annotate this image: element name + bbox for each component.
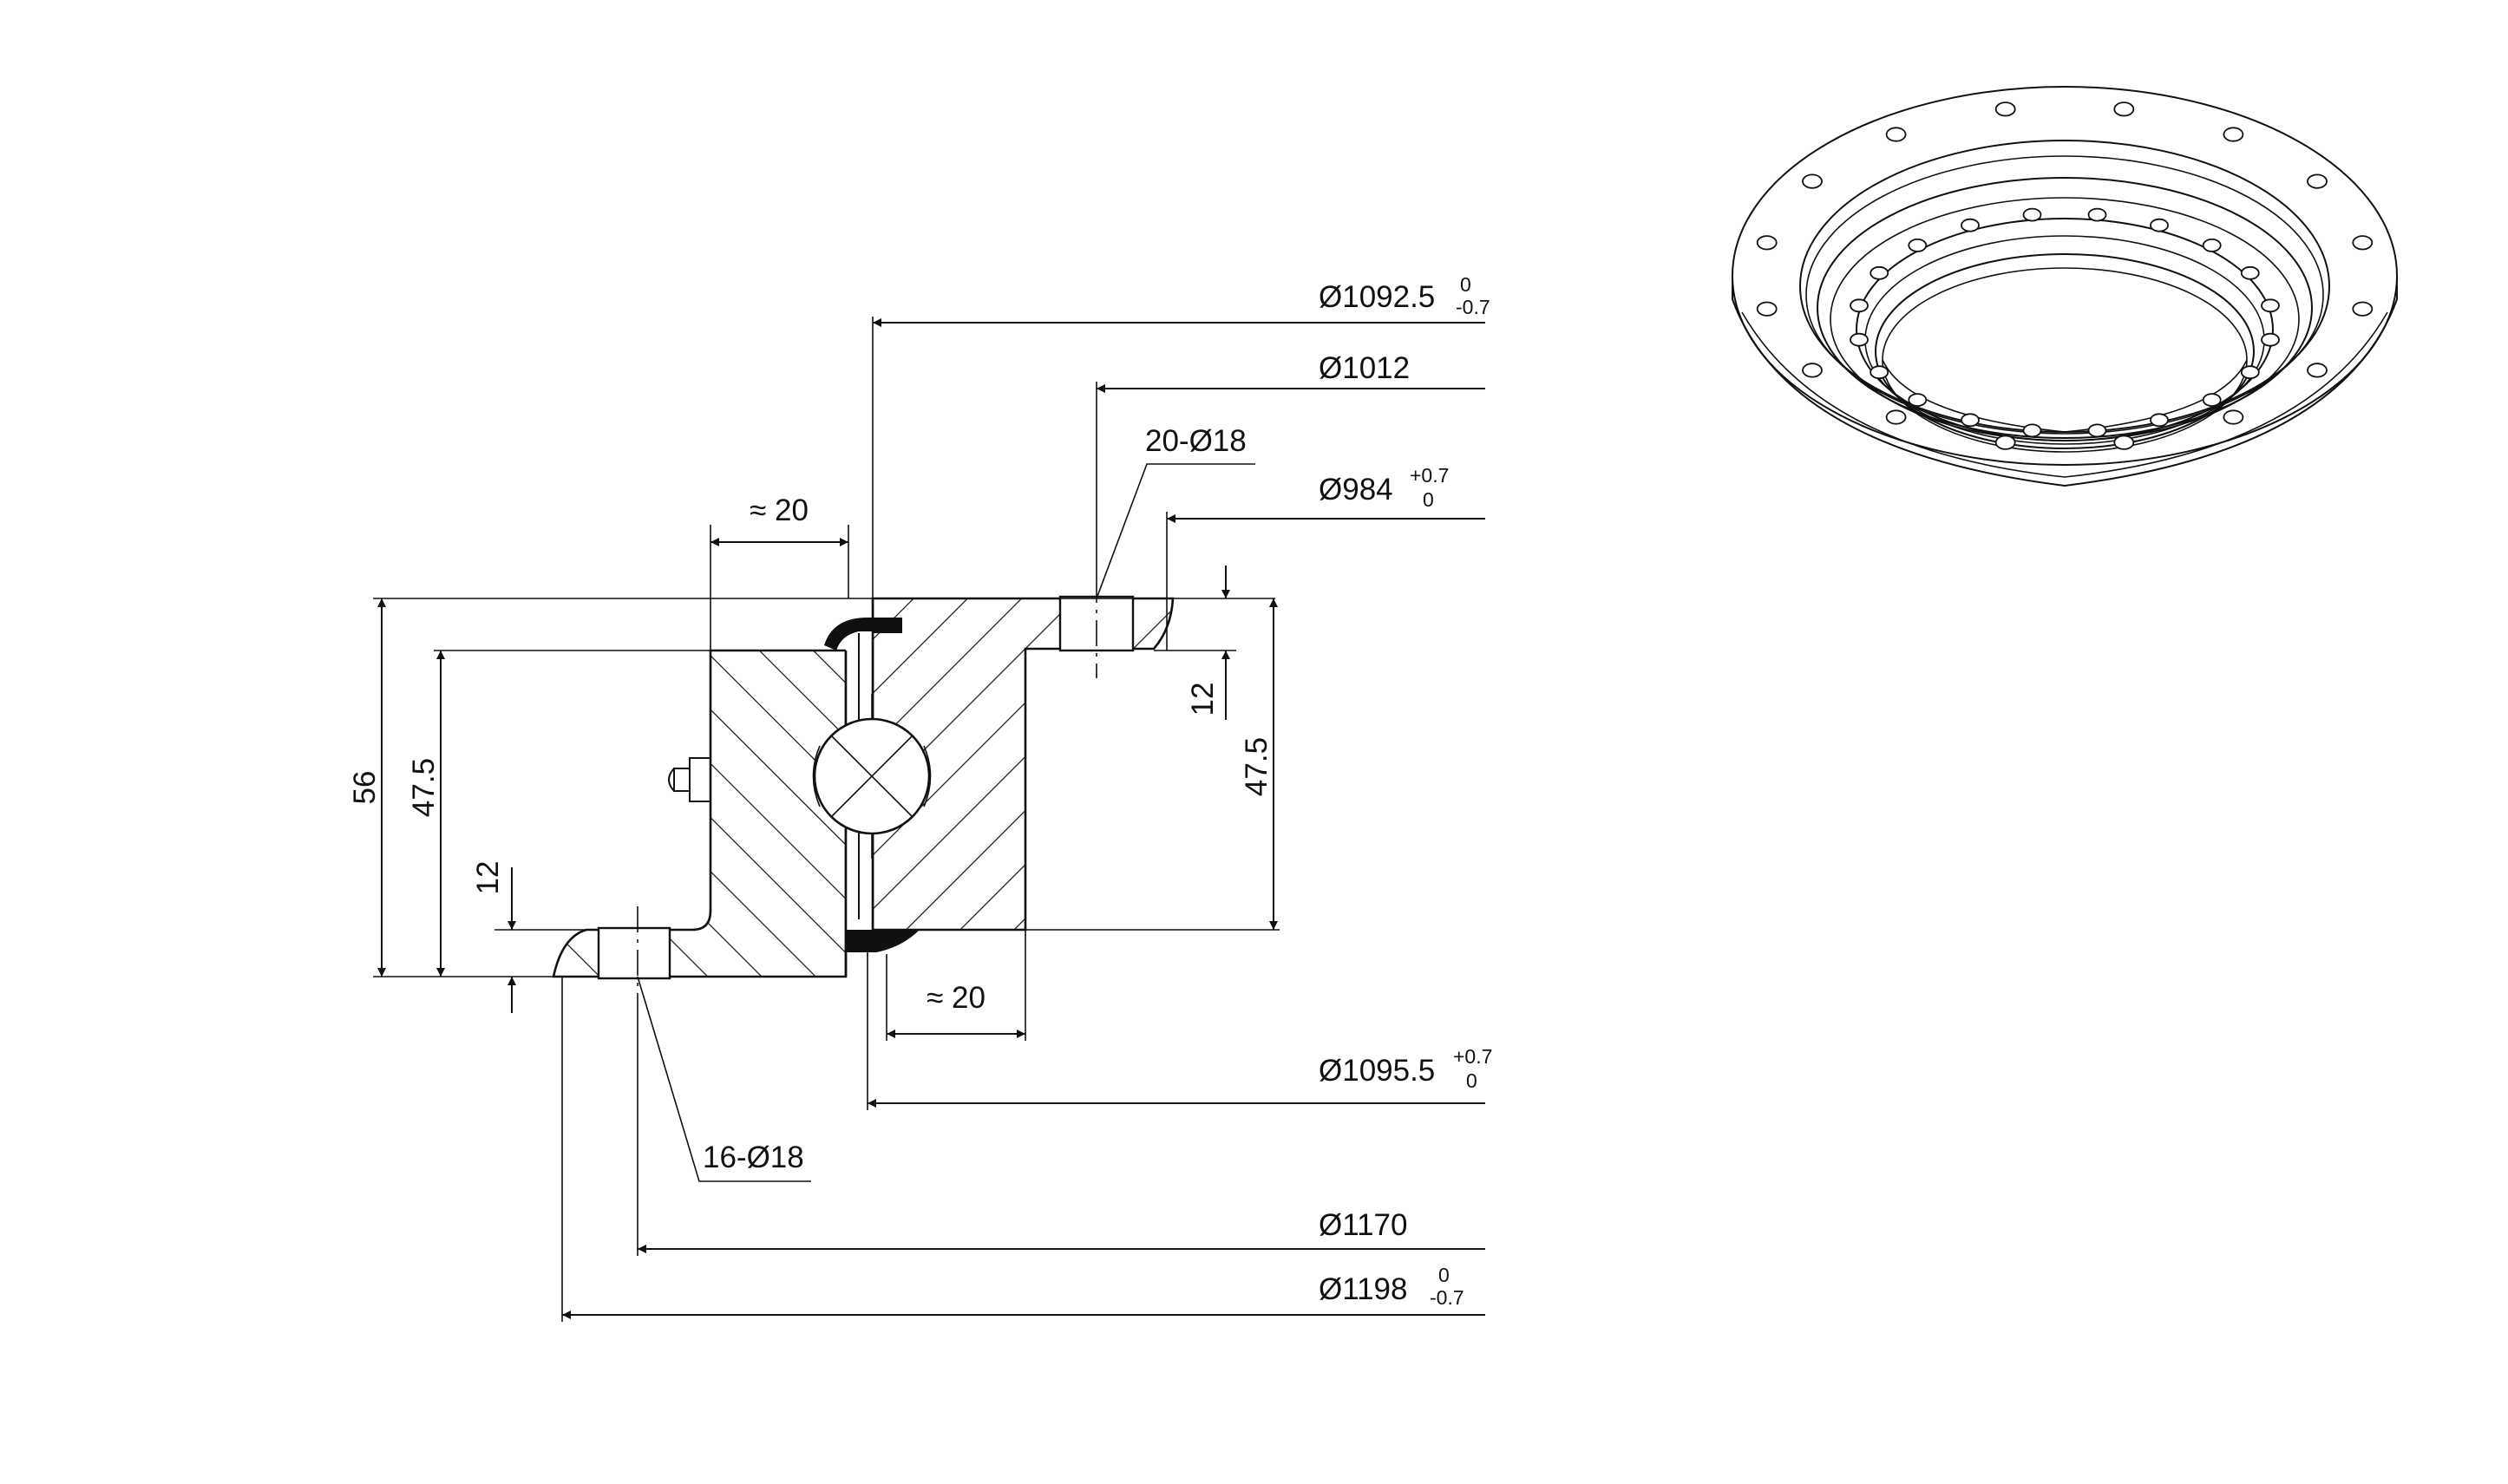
inner-ring-section: [871, 597, 1175, 932]
height-outer-label: 47.5: [407, 758, 441, 817]
isometric-bearing-view: [1732, 86, 2398, 487]
outer-mount-hole: [2113, 435, 2135, 450]
holes-bottom-label: 16-Ø18: [703, 1141, 804, 1174]
outer-mount-hole: [1756, 235, 1778, 251]
outer-mount-hole: [1994, 101, 2016, 117]
d-bot-1-upper: +0.7: [1453, 1045, 1492, 1068]
inner-mount-hole: [2022, 423, 2042, 438]
d-bot-3-label: Ø1198: [1319, 1272, 1408, 1306]
inner-mount-hole: [2150, 218, 2169, 232]
d-top-3-lower: 0: [1423, 488, 1434, 511]
grease-nipple: [668, 757, 711, 802]
outer-mount-hole: [2307, 363, 2328, 378]
outer-mount-hole: [1802, 173, 1823, 189]
top-seal: [873, 618, 902, 633]
inner-mount-hole: [1870, 365, 1889, 380]
outer-flange-hole: [597, 926, 671, 980]
outer-mount-hole: [1885, 127, 1907, 142]
inner-mount-hole: [1908, 238, 1928, 252]
inner-mount-hole: [2261, 298, 2280, 313]
inner-mount-hole: [1850, 332, 1869, 347]
outer-mount-hole: [1756, 301, 1778, 317]
inner-mount-hole: [1908, 393, 1928, 408]
inner-mount-hole: [2202, 393, 2222, 408]
d-top-2-label: Ø1012: [1319, 351, 1410, 385]
outer-mount-hole: [1885, 409, 1907, 425]
inner-mount-hole: [2150, 413, 2169, 428]
d-bot-1-lower: 0: [1466, 1069, 1477, 1092]
inner-mount-hole: [1961, 218, 1980, 232]
inner-mount-hole: [2202, 238, 2222, 252]
flange-outer-label: 12: [471, 861, 505, 895]
inner-mount-hole: [2087, 423, 2107, 438]
outer-mount-hole: [2223, 409, 2244, 425]
bottom-seal: [846, 930, 920, 952]
outer-mount-hole: [2113, 101, 2135, 117]
inner-mount-hole: [2087, 207, 2107, 222]
d-top-1-lower: -0.7: [1456, 296, 1490, 318]
flange-inner-label: 12: [1186, 683, 1220, 716]
outer-mount-hole: [2352, 301, 2374, 317]
d-bot-3-lower: -0.7: [1430, 1286, 1464, 1309]
d-top-1-upper: 0: [1460, 273, 1471, 296]
height-inner-label: 47.5: [1240, 737, 1274, 796]
inner-mount-hole: [2240, 265, 2260, 280]
cross-section: [552, 577, 1175, 997]
d-bot-3-upper: 0: [1438, 1264, 1450, 1286]
height-total-label: 56: [348, 771, 382, 805]
outer-mount-hole: [1994, 435, 2016, 450]
d-top-3-upper: +0.7: [1410, 464, 1449, 487]
inner-mount-hole: [1961, 413, 1980, 428]
outer-mount-hole: [2307, 173, 2328, 189]
outer-mount-hole: [1802, 363, 1823, 378]
d-top-1-label: Ø1092.5: [1319, 280, 1435, 314]
d-bot-1-label: Ø1095.5: [1319, 1054, 1435, 1088]
inner-mount-hole: [1870, 265, 1889, 280]
inner-mount-hole: [2261, 332, 2280, 347]
inner-mount-hole: [2240, 365, 2260, 380]
gap-bottom-label: ≈ 20: [927, 981, 986, 1015]
inner-mount-hole: [1850, 298, 1869, 313]
gap-top-label: ≈ 20: [750, 494, 809, 527]
d-bot-2-label: Ø1170: [1319, 1208, 1408, 1242]
holes-top-label: 20-Ø18: [1145, 424, 1247, 458]
outer-mount-hole: [2352, 235, 2374, 251]
dimensions: 56 47.5 12 47.5 12 ≈ 20 ≈ 20 Ø1092.5 0 -…: [348, 273, 1492, 1322]
inner-mount-hole: [2022, 207, 2042, 222]
d-top-3-label: Ø984: [1319, 473, 1393, 507]
outer-mount-hole: [2223, 127, 2244, 142]
